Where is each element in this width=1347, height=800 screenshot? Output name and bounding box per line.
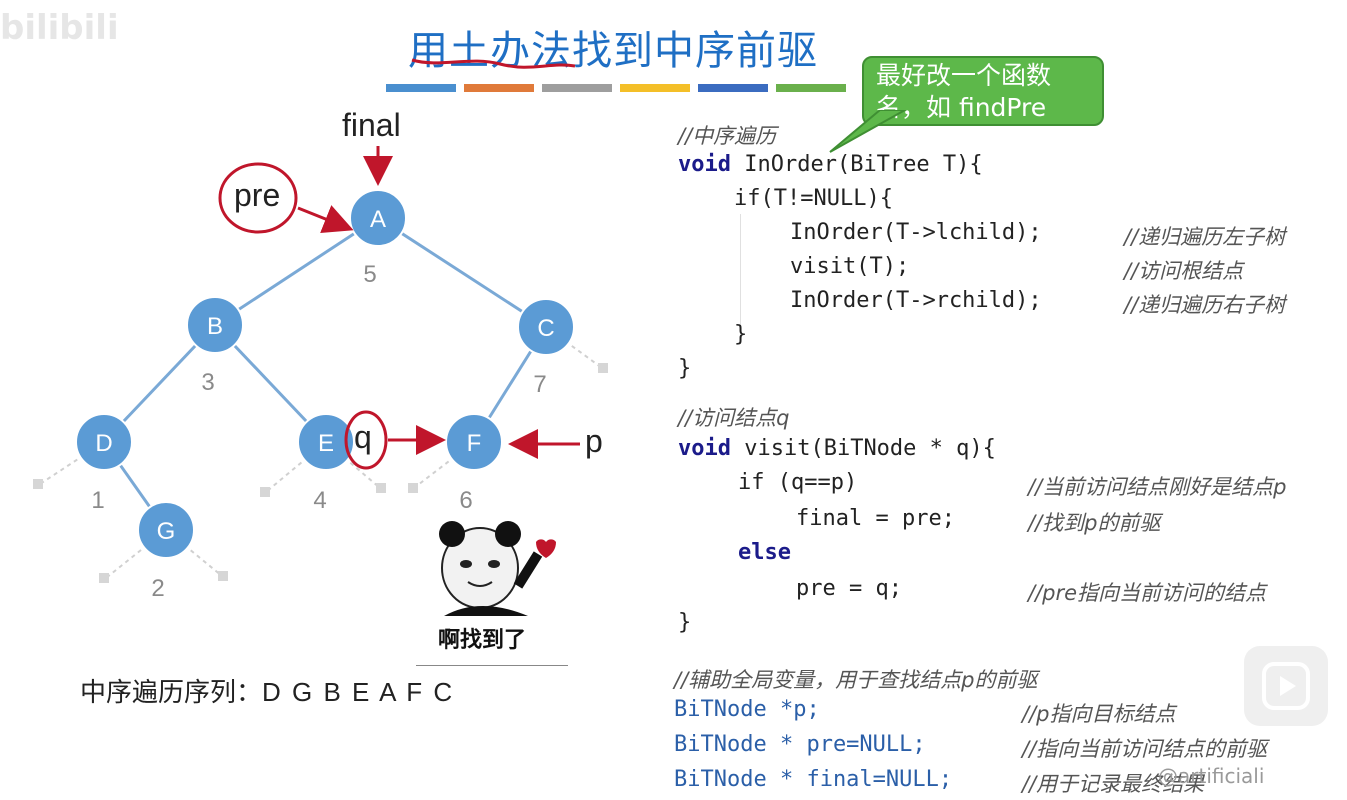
inorder-sequence: 中序遍历序列：D G B E A F C bbox=[80, 672, 454, 709]
panda-caption: 啊找到了 bbox=[438, 628, 527, 653]
tree-node-G: G bbox=[137, 501, 195, 559]
code-line: if (q==p) bbox=[738, 470, 858, 495]
code-comment-inorder: //中序遍历 bbox=[678, 124, 777, 148]
svg-text:C: C bbox=[537, 315, 554, 342]
code-comment-globals: //辅助全局变量，用于查找结点p的前驱 bbox=[674, 668, 1038, 692]
tree-node-B: B bbox=[186, 296, 244, 354]
code-comment: //用于记录最终结果 bbox=[1022, 772, 1205, 796]
code-line: BiTNode *p; bbox=[674, 697, 820, 722]
title-underline-scribble bbox=[411, 58, 576, 69]
code-line: } bbox=[734, 322, 748, 347]
tree-node-F: F bbox=[445, 413, 503, 471]
color-bar-segment bbox=[464, 84, 534, 92]
panda-meme-image bbox=[439, 521, 556, 616]
q-label: q bbox=[354, 419, 372, 455]
code-line: } bbox=[678, 356, 692, 381]
code-comment: //访问根结点 bbox=[1124, 259, 1244, 283]
code-line: pre = q; bbox=[796, 576, 902, 601]
color-bar-segment bbox=[698, 84, 768, 92]
svg-text:D: D bbox=[95, 430, 112, 457]
p-label: p bbox=[585, 423, 603, 459]
sequence-label: 中序遍历序列： bbox=[80, 678, 263, 708]
color-bar-segment bbox=[620, 84, 690, 92]
svg-text:F: F bbox=[467, 430, 482, 457]
divider bbox=[416, 665, 568, 666]
code-comment: //递归遍历左子树 bbox=[1124, 225, 1286, 249]
node-index-D: 1 bbox=[91, 487, 104, 514]
play-icon bbox=[1262, 662, 1310, 710]
code-text: InOrder(BiTree T){ bbox=[744, 152, 983, 177]
pre-circle bbox=[218, 162, 298, 234]
pre-arrow bbox=[297, 205, 354, 234]
node-index-E: 4 bbox=[313, 487, 326, 514]
final-label: final bbox=[342, 107, 401, 143]
indent-guide bbox=[740, 214, 741, 324]
svg-text:G: G bbox=[157, 518, 176, 545]
code-comment: //p指向目标结点 bbox=[1022, 702, 1176, 726]
node-index-B: 3 bbox=[201, 369, 214, 396]
tree-edges bbox=[102, 216, 548, 531]
binary-tree-diagram: A B C D E F G 5 3 7 1 4 6 2 final pre q … bbox=[33, 107, 608, 602]
node-index-F: 6 bbox=[459, 487, 472, 514]
sequence-value: D G B E A F C bbox=[262, 677, 455, 707]
node-index-G: 2 bbox=[151, 575, 164, 602]
color-bar-segment bbox=[542, 84, 612, 92]
bilibili-watermark: bilibili bbox=[0, 8, 119, 48]
code-line: BiTNode * final=NULL; bbox=[674, 767, 953, 792]
tree-node-E: E bbox=[297, 413, 355, 471]
code-line: InOrder(T->rchild); bbox=[790, 288, 1042, 313]
tree-node-D: D bbox=[75, 413, 133, 471]
svg-text:A: A bbox=[370, 206, 386, 233]
tree-node-C: C bbox=[517, 298, 575, 356]
code-comment: //指向当前访问结点的前驱 bbox=[1022, 737, 1268, 761]
pre-label: pre bbox=[234, 177, 280, 213]
code-line: visit(T); bbox=[790, 254, 910, 279]
code-line: else bbox=[738, 540, 791, 565]
tree-node-A: A bbox=[349, 189, 407, 247]
code-text: visit(BiTNode * q){ bbox=[744, 436, 996, 461]
code-comment: //找到p的前驱 bbox=[1028, 511, 1161, 535]
color-bar-segment bbox=[776, 84, 846, 92]
code-line: void InOrder(BiTree T){ bbox=[678, 152, 983, 177]
code-line: BiTNode * pre=NULL; bbox=[674, 732, 926, 757]
code-line: final = pre; bbox=[796, 506, 955, 531]
code-line: } bbox=[678, 610, 692, 635]
code-comment: //pre指向当前访问的结点 bbox=[1028, 581, 1267, 605]
code-line: void visit(BiTNode * q){ bbox=[678, 436, 996, 461]
q-circle bbox=[344, 410, 388, 470]
code-line: if(T!=NULL){ bbox=[734, 186, 893, 211]
null-thread-ends bbox=[33, 363, 608, 583]
color-bar-segment bbox=[386, 84, 456, 92]
callout-pointer bbox=[829, 110, 908, 153]
svg-text:B: B bbox=[207, 313, 223, 340]
callout-bubble: 最好改一个函数名，如 findPre bbox=[862, 56, 1104, 126]
code-comment: //递归遍历右子树 bbox=[1124, 293, 1286, 317]
code-comment: //当前访问结点刚好是结点p bbox=[1028, 475, 1287, 499]
code-line: InOrder(T->lchild); bbox=[790, 220, 1042, 245]
node-index-A: 5 bbox=[363, 261, 376, 288]
page-title: 用土办法找到中序前驱 bbox=[408, 28, 818, 74]
svg-text:E: E bbox=[318, 430, 334, 457]
code-comment-visit: //访问结点q bbox=[678, 406, 790, 430]
play-button[interactable] bbox=[1244, 646, 1328, 726]
node-index-C: 7 bbox=[533, 371, 546, 398]
bottom-watermark: @artificiali bbox=[1158, 764, 1265, 788]
